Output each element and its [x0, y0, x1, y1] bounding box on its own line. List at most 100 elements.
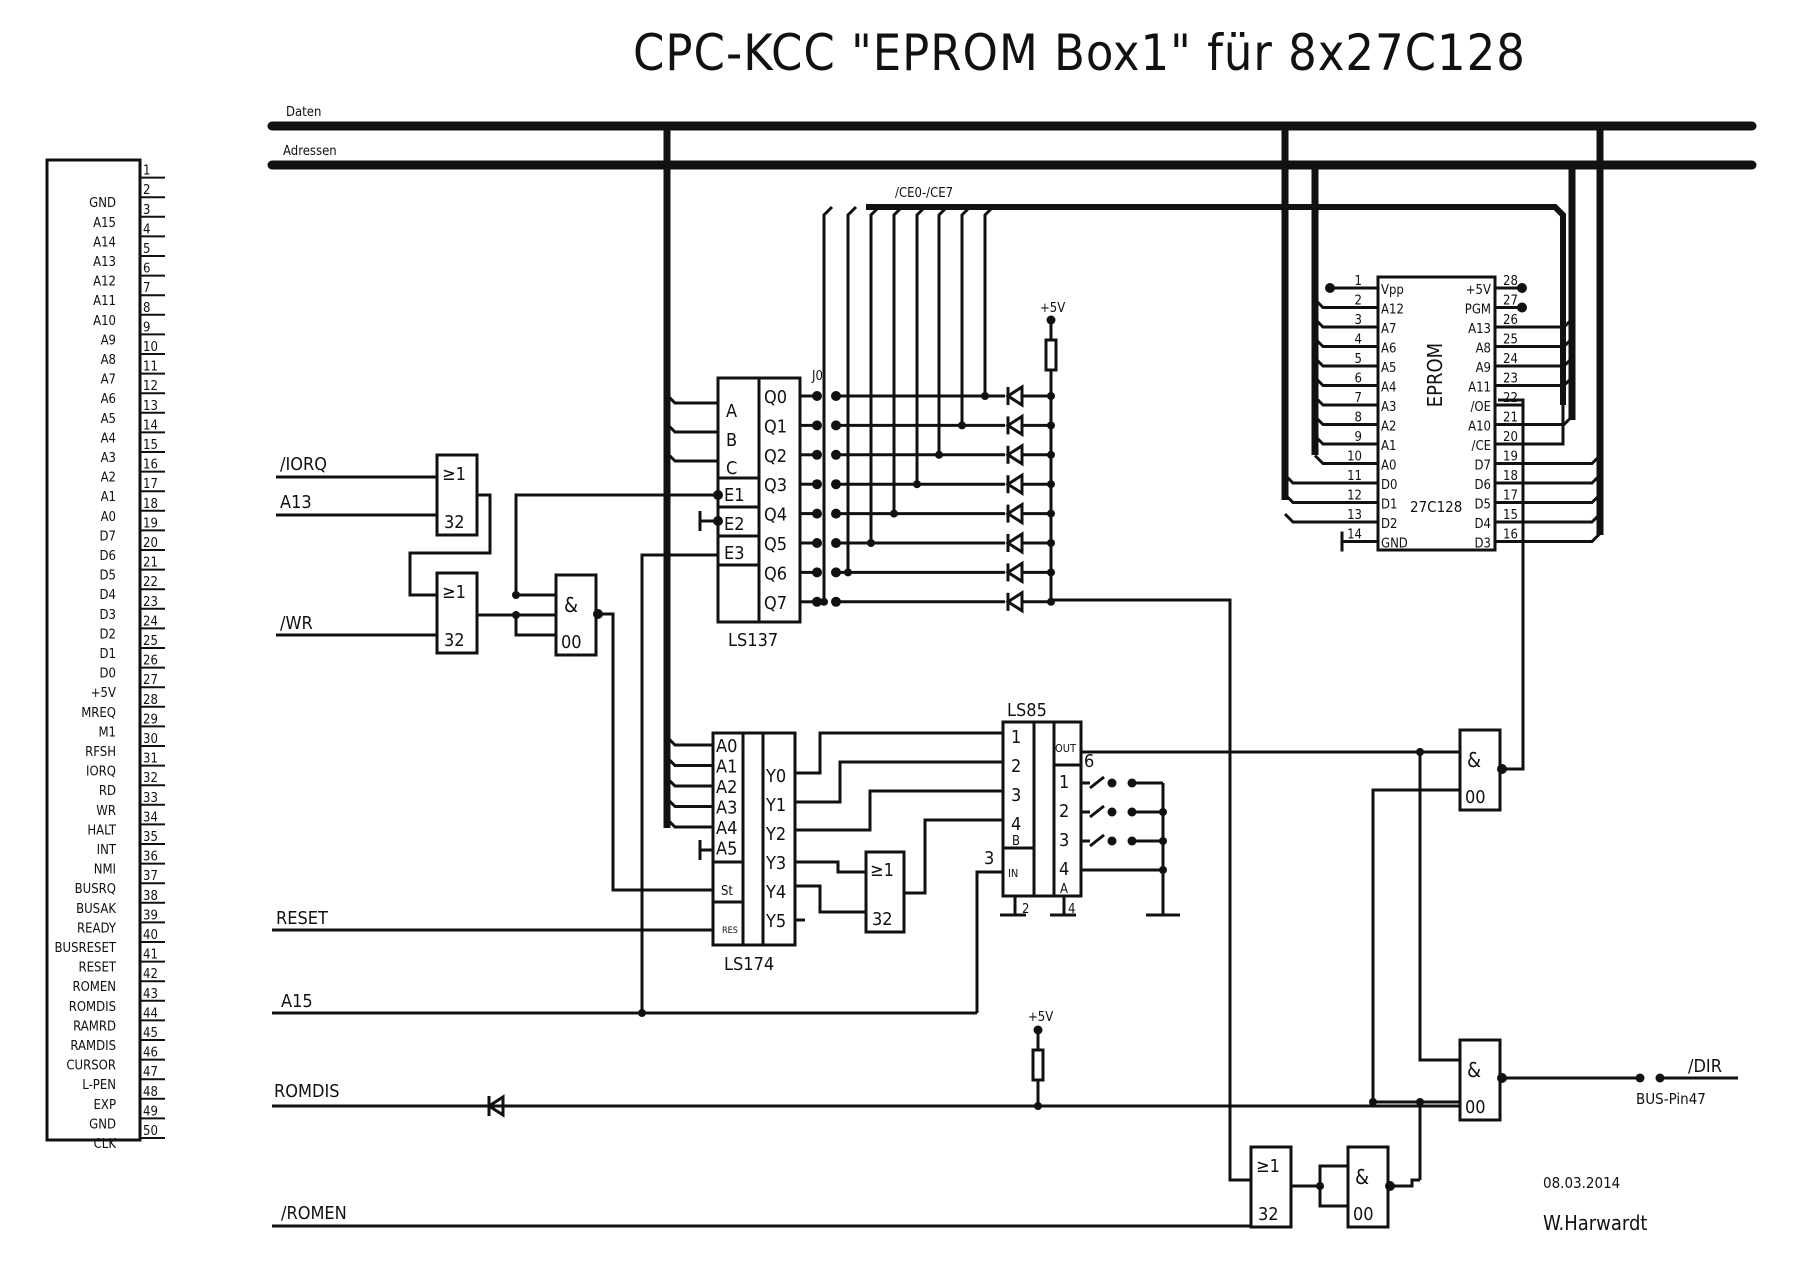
eprom-pin-label: D0 [1381, 478, 1397, 493]
nand-gate-4-type: 00 [1353, 1204, 1374, 1225]
or-gate-2-symbol: ≥1 [442, 582, 466, 603]
connector-pin-number: 21 [143, 556, 158, 571]
ls137-pin-e2: E2 [724, 514, 745, 535]
connector-pin-number: 23 [143, 595, 158, 610]
connector-pin-label: CURSOR [66, 1059, 116, 1074]
connector-pin-label: A12 [93, 275, 116, 290]
or-gate-1-type: 32 [444, 512, 465, 533]
dip-switch-lever[interactable] [1089, 833, 1105, 848]
connector-pin-number: 40 [143, 928, 158, 943]
ls85-label: LS85 [1007, 700, 1047, 721]
eprom-pin-number: 14 [1347, 528, 1362, 543]
connector-pin-number: 6 [143, 262, 150, 277]
ls85-in-label: IN [1008, 867, 1018, 880]
ls174-output-y2: Y2 [765, 824, 786, 845]
diode-icon [1005, 560, 1024, 585]
connector-pin-label: WR [96, 804, 116, 819]
connector-pin-number: 46 [143, 1046, 158, 1061]
jumper-pin[interactable] [812, 538, 822, 548]
signal-label-dir: /DIR [1688, 1056, 1722, 1077]
ls174-label: LS174 [724, 954, 774, 975]
romdis-diode-icon [486, 1094, 505, 1118]
wire-st [598, 612, 720, 892]
ls85-in-pin: 3 [984, 848, 994, 869]
eprom-chip [1376, 275, 1497, 552]
or-gate-3-type: 32 [872, 909, 893, 930]
jumper-pin[interactable] [812, 596, 822, 607]
ls137-output-q5: Q5 [764, 534, 787, 555]
nand-gate-4: & 00 [1346, 1145, 1390, 1229]
ls174-input-a5: A5 [716, 839, 737, 860]
connector-pin-number: 50 [143, 1124, 158, 1139]
or-gate-4-type: 32 [1258, 1204, 1279, 1225]
connector-pin-label: D4 [100, 588, 116, 603]
diode-icon [1005, 413, 1024, 438]
pullup-label-lower: +5V [1028, 1010, 1053, 1025]
ce-group-bus [866, 204, 1566, 405]
connector-pin-number: 9 [143, 320, 150, 335]
connector-pin-label: A4 [101, 431, 116, 446]
jumper-pin[interactable] [812, 449, 822, 460]
eprom-pin-label: A4 [1381, 381, 1396, 396]
connector-pin-label: +5V [91, 686, 116, 701]
eprom-pin-label: D7 [1475, 459, 1491, 474]
eprom-pin-label: A11 [1468, 381, 1491, 396]
eprom-pin-label: GND [1381, 537, 1408, 552]
connector-pin-number: 3 [143, 203, 150, 218]
eprom-label: EPROM [1423, 343, 1447, 407]
eprom-pins: Vpp1A122A73A64A55A46A37A28A19A010D011D11… [1283, 274, 1602, 552]
connector-pin-number: 25 [143, 634, 158, 649]
connector-pin-label: A6 [101, 392, 116, 407]
connector-pin-number: 2 [143, 183, 150, 198]
signal-label-a15: A15 [281, 991, 313, 1012]
connector-pin-label: HALT [87, 823, 117, 838]
dip-switch-lever[interactable] [1089, 804, 1105, 819]
jumper-pin[interactable] [812, 479, 822, 490]
jumper-pin[interactable] [812, 420, 822, 431]
ls85-a4: 4 [1059, 859, 1069, 880]
ce-line [869, 205, 881, 543]
connector-pin-number: 29 [143, 712, 158, 727]
ce-line [937, 205, 949, 455]
connector-pin-number: 26 [143, 654, 158, 669]
ls174-input-a1: A1 [716, 757, 737, 778]
connector-pin-number: 49 [143, 1104, 158, 1119]
jumper-pin[interactable] [812, 567, 822, 578]
or-gate-1-symbol: ≥1 [442, 464, 466, 485]
ls174-output-y4: Y4 [765, 882, 786, 903]
connector-pin-number: 16 [143, 458, 158, 473]
dip-switch-lever[interactable] [1089, 775, 1105, 790]
ls85-chip [1001, 720, 1083, 898]
nand-gate-1: & 00 [554, 573, 598, 657]
eprom-pin-number: 20 [1503, 430, 1518, 445]
connector-pin-number: 31 [143, 752, 158, 767]
jumper-pin[interactable] [812, 508, 822, 519]
address-dip-switch[interactable] [1081, 775, 1167, 874]
signal-label-romdis: ROMDIS [274, 1081, 340, 1102]
ls137-output-q4: Q4 [764, 505, 787, 526]
connector-pin-label: A15 [93, 216, 116, 231]
eprom-pin-number: 13 [1347, 508, 1362, 523]
ls85-a2: 2 [1059, 801, 1069, 822]
ls85-a1: 1 [1059, 772, 1069, 793]
ce-line [960, 205, 972, 426]
connector-pin-label: RAMRD [73, 1019, 116, 1034]
jumper-pin[interactable] [812, 391, 822, 401]
eprom-pin-label: A7 [1381, 322, 1396, 337]
connector-pin-number: 48 [143, 1085, 158, 1100]
eprom-pin-number: 11 [1347, 469, 1362, 484]
eprom-pin-label: A12 [1381, 303, 1404, 318]
eprom-pin-label: D4 [1475, 517, 1491, 532]
connector-pin-label: A1 [101, 490, 116, 505]
wire-oe [1498, 398, 1525, 771]
jumper-j0-label: J0 [811, 369, 823, 384]
ls85-b2: 2 [1011, 756, 1021, 777]
signal-label-iorq: /IORQ [280, 454, 327, 475]
nand-gate-2: & 00 [1458, 728, 1502, 812]
eprom-pin-number: 26 [1503, 313, 1518, 328]
address-bus-label: Adressen [283, 144, 337, 159]
ls137-output-q7: Q7 [764, 593, 787, 614]
